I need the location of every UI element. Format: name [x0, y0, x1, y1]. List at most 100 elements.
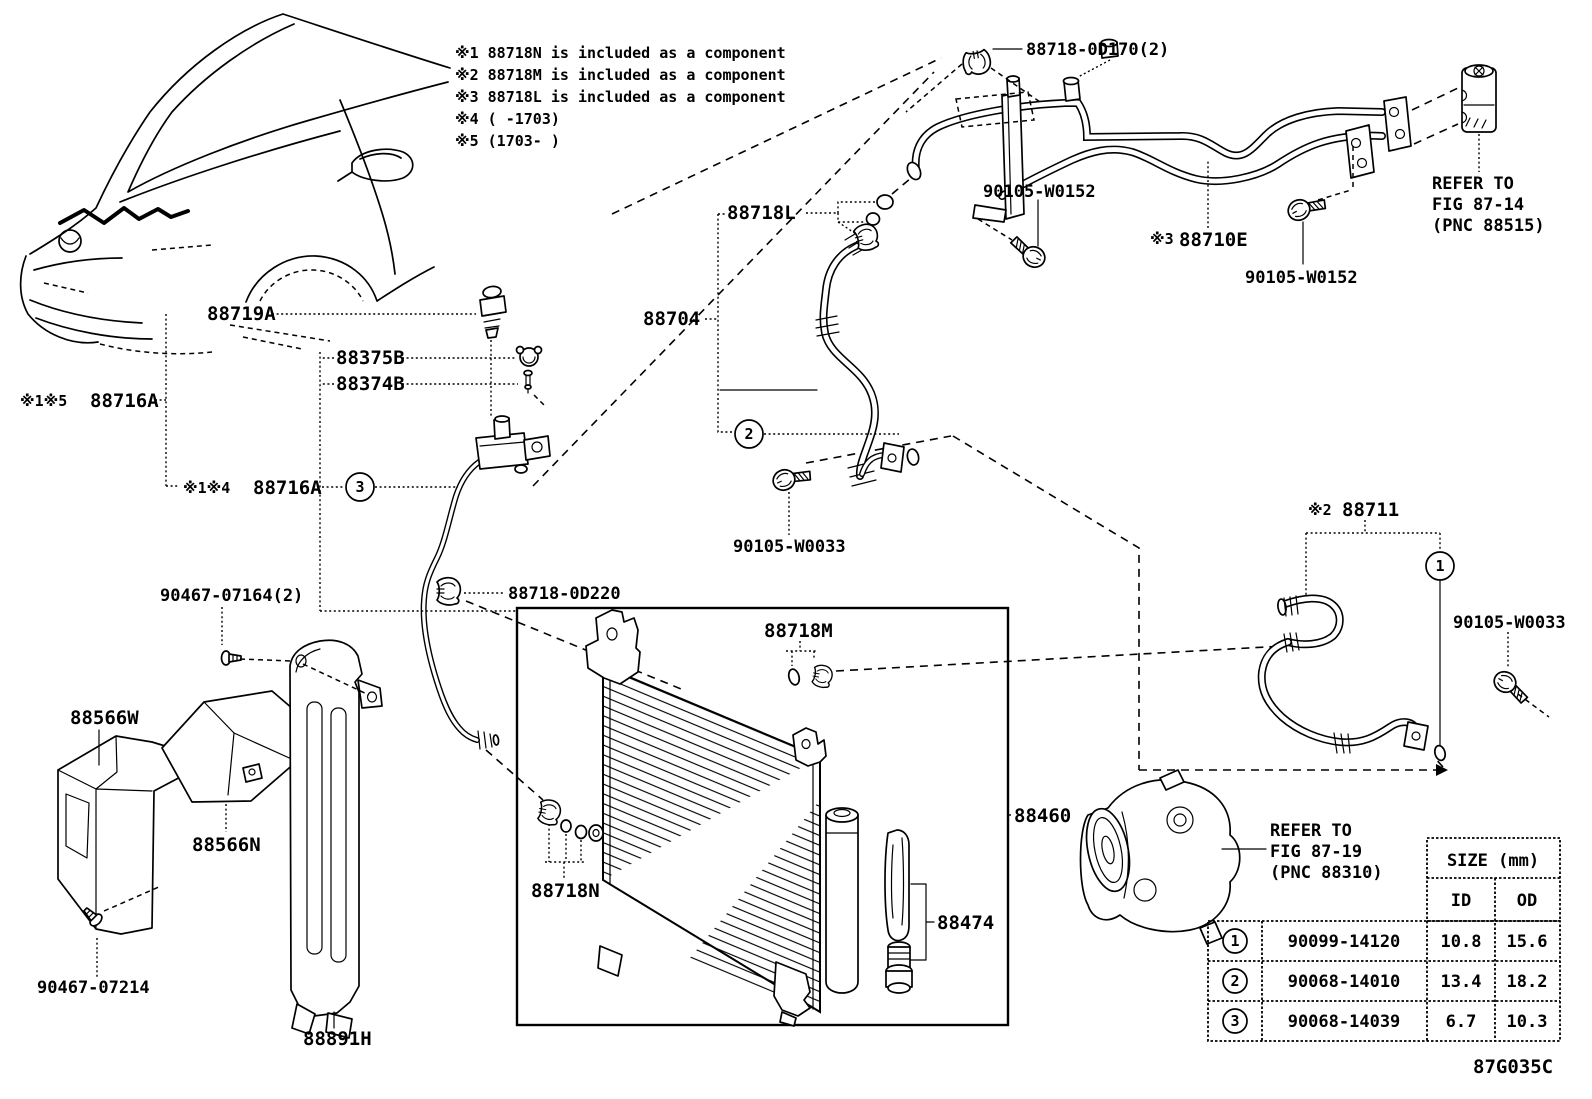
label-88718-0d220: 88718-0D220 — [508, 584, 621, 604]
label-88704: 88704 — [643, 308, 700, 330]
discharge-pipe-88710e: 88718-0D170(2) 90105-W0152 90105-W0152 ※… — [905, 38, 1412, 288]
clamp-88718m-icon — [810, 663, 835, 690]
pipe-open-end — [906, 161, 922, 181]
label-90105-w0152-left: 90105-W0152 — [983, 182, 1096, 202]
air-guide-88566n: 88566N — [161, 690, 301, 856]
label-88474: 88474 — [937, 912, 994, 934]
callout-3-badge — [345, 472, 375, 502]
screw-90105-w0152-left-icon — [1004, 234, 1050, 272]
row-2-id: 13.4 — [1441, 972, 1482, 992]
clip-90467-07164-icon — [220, 650, 242, 666]
row-2-part: 90068-14010 — [1288, 972, 1401, 992]
hose-88711-ribs — [1283, 595, 1351, 754]
phantom-line-clamp-to-condenser — [465, 600, 687, 692]
label-88374b: 88374B — [336, 373, 405, 395]
clip-07164-dashes — [239, 658, 370, 696]
pipe-return-run-face — [999, 133, 1385, 199]
row-3-badge — [1222, 1008, 1248, 1034]
car-dashed-lines — [43, 244, 364, 355]
hose-flange — [880, 442, 905, 473]
liquid-pipe-88716a: 88719A 88375B 88374B ※1※5 88716A ※1※4 88… — [20, 285, 621, 750]
note-5: ※5 (1703- ) — [455, 132, 560, 150]
duct-88566w-icon — [57, 735, 189, 935]
valve-tab — [523, 435, 551, 461]
oring-88718l-large-icon — [876, 194, 894, 210]
hose-88704-face — [821, 243, 878, 479]
shroud-88891h-icon — [289, 639, 363, 1017]
row-1-od: 15.6 — [1507, 932, 1548, 952]
condenser-core — [602, 664, 821, 1014]
screw-90105-w0033-right-icon — [1489, 667, 1535, 706]
oring-88718m-icon — [787, 668, 801, 686]
screw-right-dash — [1317, 145, 1354, 201]
oring-88718l-small-icon — [865, 212, 881, 226]
table-row: 2 90068-14010 13.4 18.2 — [1222, 968, 1548, 994]
table-header-dividers — [1427, 877, 1560, 1041]
fitting-kit-88718m: 88718M — [764, 620, 835, 690]
clamp-88718-0d220-icon — [436, 576, 462, 606]
ref-fig-87-19-line3: (PNC 88310) — [1270, 863, 1383, 883]
bracket-88704 — [705, 213, 899, 435]
phantom-line-hose-to-compressor — [805, 435, 1444, 771]
screw-left-dash — [977, 218, 1013, 241]
label-88711: 88711 — [1342, 499, 1399, 521]
note-2: ※2 88718M is included as a component — [455, 66, 786, 84]
row-1-no: 1 — [1230, 932, 1239, 950]
car-front-sketch — [19, 13, 451, 355]
drier-kit-88474-icon — [884, 829, 913, 994]
label-90467-07164: 90467-07164(2) — [160, 586, 303, 606]
ref-fig-87-19-line2: FIG 87-19 — [1270, 842, 1362, 862]
bracket-88711 — [1305, 520, 1441, 597]
table-row: 3 90068-14039 6.7 10.3 — [1222, 1008, 1547, 1034]
condenser-assembly-88460: 88474 88460 88718N 88718M — [515, 606, 1071, 1027]
suction-hose-88704: 88718L 88704 2 90105-W0033 — [643, 194, 920, 557]
leader-port-cap — [1077, 59, 1111, 78]
phantom-line-clamp-m-to-hose — [835, 645, 1285, 672]
label-88718n: 88718N — [531, 880, 600, 902]
ref-fig-87-19-line1: REFER TO — [1270, 821, 1352, 841]
pipe-upper-run-face — [913, 100, 1385, 173]
condenser-bracket-bottom — [773, 961, 811, 1027]
receiver-drier-icon — [825, 814, 859, 994]
label-88716a-bottom-prefix: ※1※4 — [183, 479, 230, 497]
clip-07214-dash — [103, 885, 162, 912]
callout-1-number: 1 — [1435, 557, 1444, 575]
table-col-id: ID — [1451, 891, 1471, 911]
label-88710e: 88710E — [1179, 229, 1248, 251]
suction-hose-88711: ※2 88711 1 90105-W0033 — [1257, 499, 1566, 762]
label-88891h: 88891H — [303, 1028, 372, 1050]
label-90105-w0152-right: 90105-W0152 — [1245, 268, 1358, 288]
row-3-part: 90068-14039 — [1288, 1012, 1401, 1032]
phantom-line-oring-to-pipe-end — [891, 177, 912, 195]
condenser-bracket-top-left — [585, 609, 641, 685]
label-88716a-top: 88716A — [90, 390, 159, 412]
condenser-fins-lower — [690, 800, 820, 1012]
compressor-body-icon — [1079, 778, 1241, 933]
car-headlight-zigzag — [58, 206, 190, 225]
phantom-line-sensor-to-pipe — [611, 57, 942, 215]
bracket-88716a — [155, 314, 178, 487]
label-90467-07214: 90467-07214 — [37, 978, 150, 998]
condenser-fins-upper — [603, 666, 820, 880]
bracket-88718l — [806, 201, 875, 235]
pressure-sensor-88719a-icon — [479, 295, 507, 317]
table-col-od: OD — [1517, 891, 1537, 911]
row-2-od: 18.2 — [1507, 972, 1548, 992]
valve-oring-icon — [514, 464, 528, 474]
label-88566w: 88566W — [70, 707, 139, 729]
ref-fig-87-14-line1: REFER TO — [1432, 174, 1514, 194]
phantom-arrowhead — [1436, 764, 1448, 776]
ref-fig-87-14-line3: (PNC 88515) — [1432, 216, 1545, 236]
car-body-lines — [19, 13, 451, 344]
bracket-88474 — [910, 883, 935, 961]
table-size-header: SIZE (mm) — [1447, 851, 1539, 871]
note-4: ※4 ( -1703) — [455, 110, 560, 128]
label-88718-0d170: 88718-0D170(2) — [1026, 40, 1169, 60]
valve-dash — [533, 394, 547, 408]
ref-fig-87-14-line2: FIG 87-14 — [1432, 195, 1524, 215]
label-90105-w0033-right: 90105-W0033 — [1453, 613, 1566, 633]
condenser-box — [515, 606, 1010, 1027]
label-88711-prefix: ※2 — [1308, 501, 1332, 519]
table-row: 1 90099-14120 10.8 15.6 — [1222, 928, 1548, 954]
